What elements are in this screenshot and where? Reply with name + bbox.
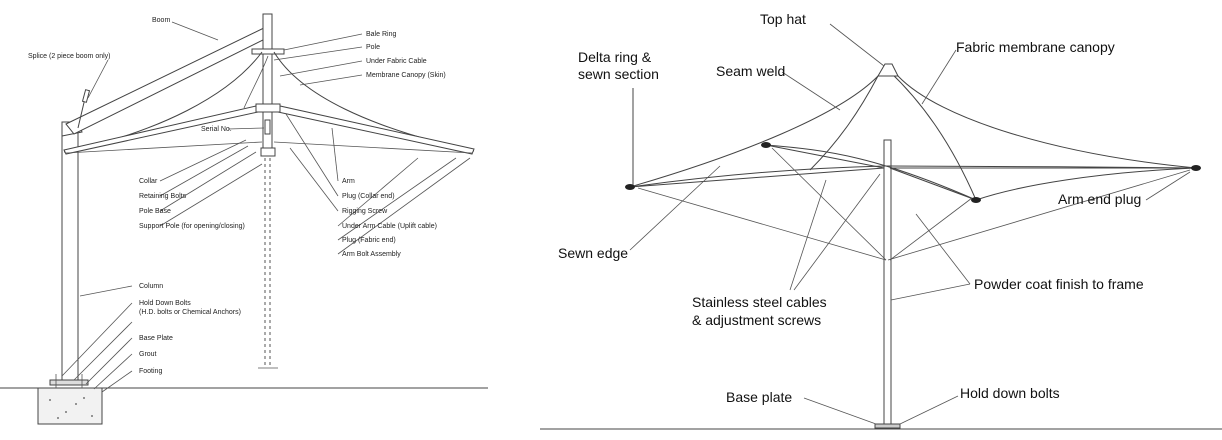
- label-under-arm-cable: Under Arm Cable (Uplift cable): [342, 223, 437, 230]
- centre-pole-umbrella-diagram: Top hat Delta ring & sewn section Seam w…: [540, 0, 1222, 440]
- arm-right: [277, 105, 475, 155]
- label-boom: Boom: [152, 17, 170, 24]
- canopy-near-edge: [765, 144, 977, 201]
- label-base-plate: Base Plate: [139, 335, 173, 342]
- label-cables-2: & adjustment screws: [692, 312, 821, 328]
- centre-pole: [883, 139, 892, 425]
- collar: [255, 103, 281, 113]
- label-arm-end-plug: Arm end plug: [1058, 191, 1141, 207]
- label-hold-down-bolts: Hold down bolts: [960, 385, 1060, 401]
- arm: [629, 167, 885, 188]
- boom: [65, 25, 272, 135]
- arm: [765, 144, 885, 169]
- membrane-canopy-left: [63, 51, 263, 153]
- cable: [889, 197, 973, 261]
- label-footing: Footing: [139, 368, 162, 375]
- label-splice: Splice (2 piece boom only): [28, 53, 111, 60]
- cable: [637, 187, 887, 261]
- label-bale-ring: Bale Ring: [366, 31, 396, 38]
- arm-end-plug: [1191, 165, 1201, 171]
- canopy-fold: [887, 69, 977, 201]
- under-arm-cable-right: [273, 141, 473, 154]
- label-column: Column: [139, 283, 163, 290]
- canopy-near-edge-right: [975, 167, 1197, 201]
- label-top-hat: Top hat: [760, 11, 806, 27]
- label-pole-base: Pole Base: [139, 208, 171, 215]
- label-plug-collar: Plug (Collar end): [342, 193, 395, 200]
- arm-end-plug: [761, 142, 771, 148]
- label-fabric-membrane: Fabric membrane canopy: [956, 39, 1115, 55]
- under-fabric-cable: [243, 55, 269, 109]
- label-arm: Arm: [342, 178, 355, 185]
- cantilever-umbrella-drawing: Boom Bale Ring Pole Under Fabric Cable M…: [0, 13, 488, 425]
- column: [61, 121, 79, 381]
- label-retaining-bolts: Retaining Bolts: [139, 193, 187, 200]
- label-rigging-screw: Rigging Screw: [342, 208, 388, 215]
- label-grout: Grout: [139, 351, 157, 358]
- footing: [37, 387, 103, 425]
- label-pole: Pole: [366, 44, 380, 51]
- label-seam-weld: Seam weld: [716, 63, 785, 79]
- serial-plate: [264, 119, 271, 135]
- canopy-upper-edge: [629, 69, 1197, 188]
- label-delta-ring-2: sewn section: [578, 66, 659, 82]
- label-base-plate: Base plate: [726, 389, 792, 405]
- label-delta-ring-1: Delta ring &: [578, 49, 652, 65]
- seam-weld-line: [809, 75, 879, 171]
- label-hold-down-bolts-note: (H.D. bolts or Chemical Anchors): [139, 309, 241, 316]
- under-arm-cable-left: [65, 141, 263, 154]
- leader-lines: [629, 23, 1191, 425]
- cantilever-umbrella-diagram: Boom Bale Ring Pole Under Fabric Cable M…: [0, 0, 492, 440]
- top-hat: [877, 63, 899, 77]
- label-sewn-edge: Sewn edge: [558, 245, 628, 261]
- label-arm-bolt: Arm Bolt Assembly: [342, 251, 401, 258]
- label-powder-coat: Powder coat finish to frame: [974, 276, 1144, 292]
- label-collar: Collar: [139, 178, 158, 185]
- membrane-canopy-right: [273, 51, 475, 152]
- bale-ring: [251, 48, 285, 55]
- centre-pole-umbrella-drawing: Top hat Delta ring & sewn section Seam w…: [540, 11, 1222, 430]
- cable: [887, 169, 1191, 261]
- base-plate: [874, 423, 901, 429]
- arm-end-plug: [625, 184, 635, 190]
- label-membrane-canopy: Membrane Canopy (Skin): [366, 72, 446, 79]
- pole: [262, 13, 273, 157]
- cable: [771, 147, 887, 261]
- label-hold-down-bolts: Hold Down Bolts: [139, 300, 191, 307]
- arm: [889, 167, 977, 201]
- leader-lines: [61, 21, 471, 393]
- label-cables-1: Stainless steel cables: [692, 294, 827, 310]
- label-serial-no: Serial No.: [201, 126, 232, 133]
- label-under-fabric-cable: Under Fabric Cable: [366, 58, 427, 65]
- arm-end-plug: [971, 197, 981, 203]
- label-plug-fabric: Plug (Fabric end): [342, 237, 396, 244]
- pole-base: [260, 147, 276, 157]
- label-support-pole: Support Pole (for opening/closing): [139, 223, 245, 230]
